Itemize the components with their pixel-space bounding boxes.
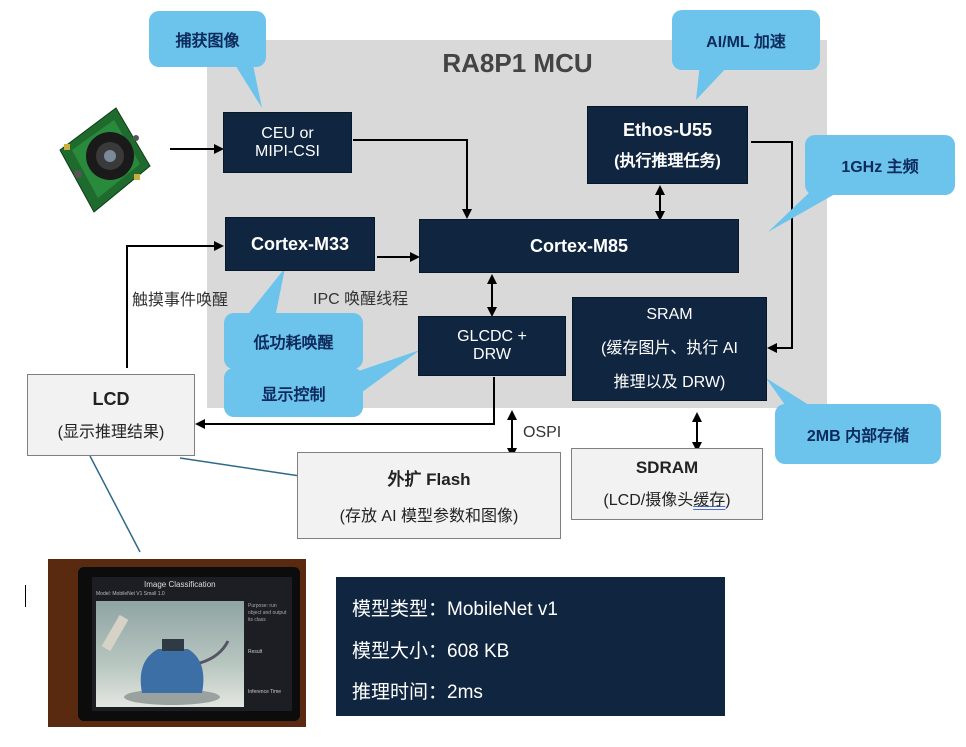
sdram-line1: SDRAM [635,458,699,477]
ceu-line2: MIPI-CSI [255,142,320,160]
glcdc-line2: DRW [473,346,511,363]
freq-callout: 1GHz 主频 [805,135,955,195]
screen-image [96,601,244,707]
lcd-line2: (显示推理结果) [57,423,165,441]
ospi-label: OSPI [523,424,562,441]
screen-model: Model: MobileNet V1 Small 1.0 [96,591,165,597]
cortex-m33-block: Cortex-M33 [225,217,375,271]
screen-result-label: Result [248,649,263,655]
lowpower-callout: 低功耗唤醒 [224,313,363,369]
mem-callout: 2MB 内部存储 [775,404,941,464]
screen-inference-label: Inference Time [248,689,282,695]
inference-time-label: 推理时间： [352,682,448,703]
mcu-title: RA8P1 MCU [442,48,593,78]
model-size-value: 608 KB [447,641,510,662]
model-size-label: 模型大小： [352,641,448,662]
glcdc-drw-block: GLCDC + DRW [418,316,566,376]
capture-callout-tail [232,60,262,108]
lcd-screen: Image Classification Model: MobileNet V1… [92,577,292,711]
flash-line2: (存放 AI 模型参数和图像) [339,508,519,525]
sram-line3: 推理以及 DRW) [613,374,726,391]
inference-time-row: 推理时间：2ms [352,677,483,704]
ethos-to-sram-arrow [751,141,793,353]
screen-side-text: Purpose: run object and output its class [248,603,287,623]
sdram-block: SDRAM (LCD/摄像头缓存) [571,448,763,520]
sram-line2: (缓存图片、执行 AI [601,340,738,357]
sdram-line2: (LCD/摄像头缓存) [603,486,730,510]
screen-title: Image Classification [144,580,216,589]
lcd-demo-photo: Image Classification Model: MobileNet V1… [48,559,306,727]
capture-callout: 捕获图像 [149,11,266,67]
sdram-line2-b: 缓存 [693,492,726,509]
touch-wake-label: 触摸事件唤醒 [132,292,229,309]
sdram-line2-c: ) [725,492,731,509]
cortex-m85-block: Cortex-M85 [419,219,739,273]
inference-time-value: 2ms [447,682,483,703]
ethos-line1: Ethos-U55 [622,119,712,140]
lcd-flash-pointer [179,457,301,477]
lcd-line1: LCD [92,388,130,409]
ceu-to-m85-arrow [353,139,472,219]
sram-block: SRAM (缓存图片、执行 AI 推理以及 DRW) [572,297,767,401]
lcd-to-m33-arrow [126,241,224,368]
freq-callout-tail [768,190,842,232]
aiml-callout: AI/ML 加速 [672,10,820,70]
model-type-label: 模型类型： [352,599,448,620]
display-callout: 显示控制 [224,368,363,417]
glcdc-line1: GLCDC + [457,328,527,345]
mem-callout-tail [766,378,820,412]
glcdc-to-lcd-arrow [195,377,495,429]
model-size-row: 模型大小：608 KB [352,636,509,663]
m33-label: Cortex-M33 [250,233,350,254]
camera-module-image [52,104,152,216]
text-cursor [25,585,26,607]
external-flash-block: 外扩 Flash (存放 AI 模型参数和图像) [297,452,561,539]
model-info-box: 模型类型：MobileNet v1 模型大小：608 KB 推理时间：2ms [336,577,725,716]
ipc-wake-label: IPC 唤醒线程 [313,291,409,308]
ceu-mipi-block: CEU or MIPI-CSI [223,112,352,173]
m85-label: Cortex-M85 [529,235,629,256]
lcd-photo-pointer [89,455,141,553]
sdram-line2-a: (LCD/摄像头 [603,492,694,509]
aiml-callout-tail [696,64,730,100]
ceu-line1: CEU or [261,124,314,142]
lcd-block: LCD (显示推理结果) [27,374,195,456]
model-type-row: 模型类型：MobileNet v1 [352,594,558,621]
model-type-value: MobileNet v1 [447,599,558,620]
lowpower-callout-tail [245,268,285,318]
sram-line1: SRAM [646,306,693,323]
flash-line1: 外扩 Flash [387,470,471,489]
ethos-line2: (执行推理任务) [614,152,721,170]
ethos-u55-block: Ethos-U55 (执行推理任务) [587,106,748,184]
